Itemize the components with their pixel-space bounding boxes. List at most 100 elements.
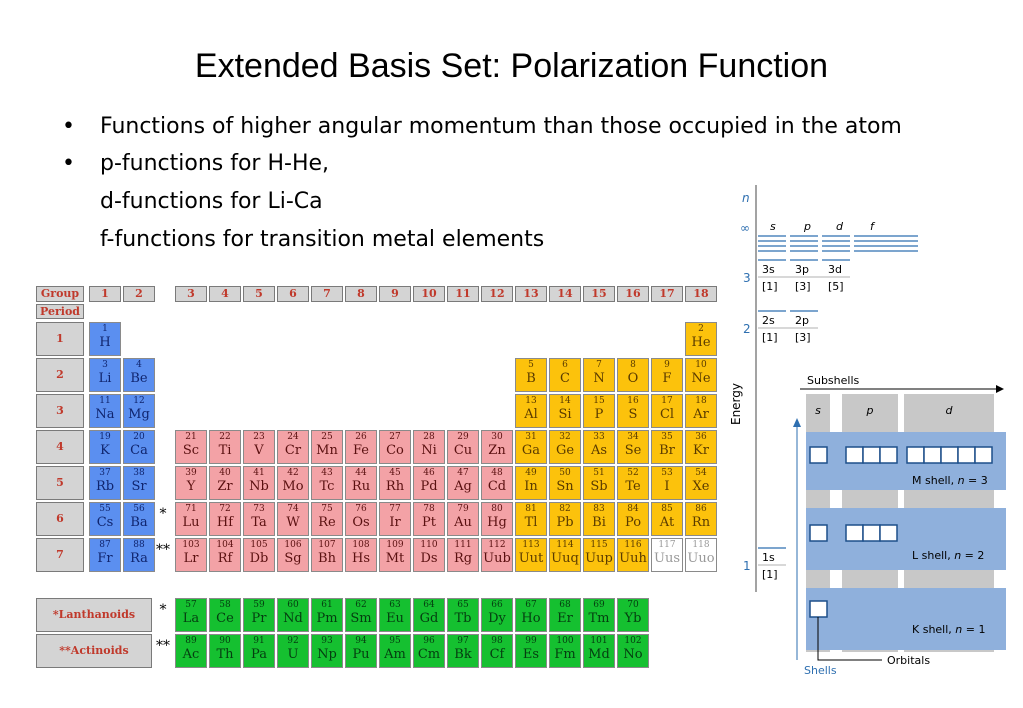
atomic-number: 75 <box>321 504 333 514</box>
atomic-number: 51 <box>593 468 605 478</box>
shell-n-symbol: n <box>958 474 965 487</box>
atomic-number: 31 <box>525 432 537 442</box>
atomic-number: 7 <box>596 360 602 370</box>
element-symbol: Er <box>557 611 573 626</box>
bullet-text: Functions of higher angular momentum tha… <box>100 114 902 139</box>
atomic-number: 48 <box>491 468 503 478</box>
atomic-number: 19 <box>99 432 111 442</box>
atomic-number: 6 <box>562 360 568 370</box>
element-symbol: Po <box>624 515 642 530</box>
atomic-number: 49 <box>525 468 537 478</box>
subshell-column <box>904 394 994 652</box>
energy-axis-label: Energy <box>729 383 743 425</box>
element-symbol: Cf <box>489 647 505 662</box>
element-symbol: I <box>664 479 670 494</box>
atomic-number: 32 <box>559 432 571 442</box>
subshell-label: 3p <box>795 263 809 276</box>
element-symbol: Ge <box>555 443 575 458</box>
atomic-number: 25 <box>321 432 333 442</box>
element-symbol: Cm <box>417 647 441 662</box>
period-number: 2 <box>36 358 84 392</box>
element-symbol: O <box>627 371 639 386</box>
atomic-number: 20 <box>133 432 145 442</box>
atomic-number: 38 <box>133 468 145 478</box>
atomic-number: 36 <box>695 432 707 442</box>
subshell-label: 2s <box>762 314 775 327</box>
shell-n-value: = 1 <box>962 623 985 636</box>
element-symbol: Am <box>384 647 406 662</box>
orbital-box <box>940 446 959 464</box>
shell-band <box>806 432 1006 490</box>
atomic-number: 50 <box>559 468 571 478</box>
subshell-column-label: d <box>946 404 954 417</box>
subshell-column <box>806 394 830 652</box>
element-symbol: B <box>526 371 536 386</box>
atomic-number: 90 <box>219 636 231 646</box>
subshell-label: f <box>870 220 876 233</box>
atomic-number: 99 <box>525 636 537 646</box>
group-number: 5 <box>243 286 275 302</box>
atomic-number: 93 <box>321 636 333 646</box>
bullet-text: f-functions for transition metal element… <box>100 227 545 252</box>
element-symbol: Mo <box>282 479 304 494</box>
element-symbol: Ce <box>216 611 234 626</box>
element-symbol: U <box>287 647 299 662</box>
element-symbol: S <box>628 407 638 422</box>
element-symbol: Rf <box>217 551 233 566</box>
orbital-count-label: [1] <box>762 280 778 293</box>
group-number: 9 <box>379 286 411 302</box>
atomic-number: 66 <box>491 600 503 610</box>
orbital-box <box>809 600 828 618</box>
atomic-number: 2 <box>698 324 704 334</box>
period-number: 3 <box>36 394 84 428</box>
atomic-number: 34 <box>627 432 639 442</box>
shell-name: L shell, <box>912 549 954 562</box>
atomic-number: 47 <box>457 468 469 478</box>
element-symbol: Al <box>524 407 538 422</box>
atomic-number: 28 <box>423 432 435 442</box>
atomic-number: 58 <box>219 600 231 610</box>
orbital-box <box>923 446 942 464</box>
atomic-number: 59 <box>253 600 265 610</box>
atomic-number: 69 <box>593 600 605 610</box>
group-number: 10 <box>413 286 445 302</box>
bullet-marker: • <box>62 114 75 139</box>
element-symbol: Lu <box>182 515 200 530</box>
orbital-box <box>906 446 925 464</box>
shell-label: M shell, n = 3 <box>912 474 988 487</box>
element-symbol: Pt <box>422 515 436 530</box>
element-symbol: Y <box>186 479 196 494</box>
atomic-number: 114 <box>556 540 574 550</box>
shell-n-symbol: n <box>955 623 962 636</box>
